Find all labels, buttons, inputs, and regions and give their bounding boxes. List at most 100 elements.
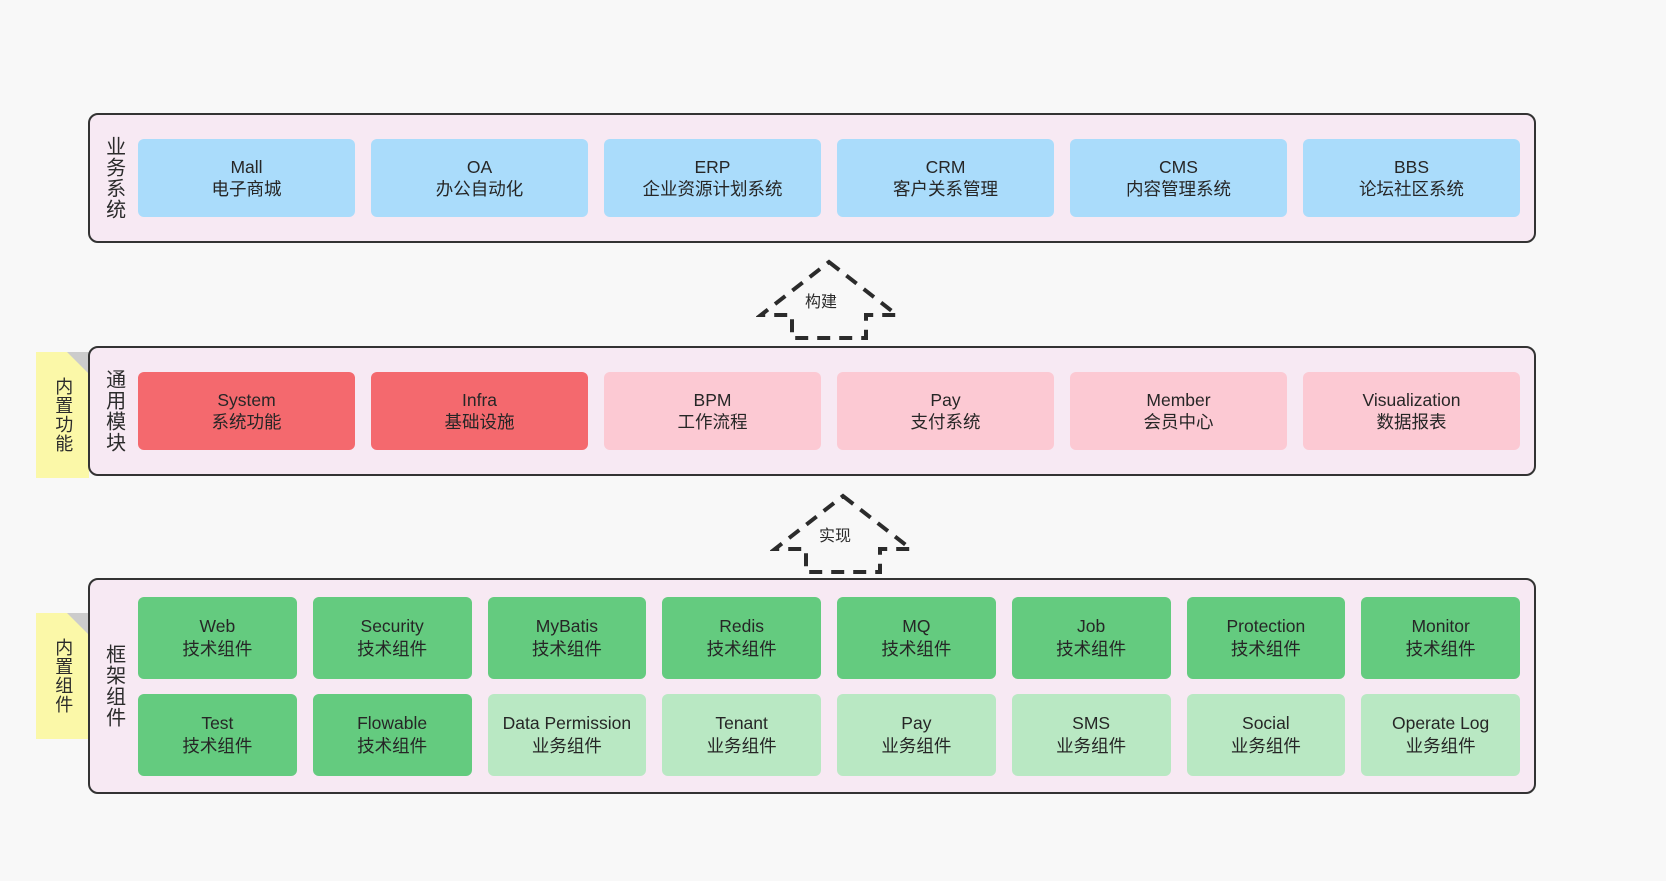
node-tenant-name: Tenant: [715, 713, 768, 734]
node-cms-sub: 内容管理系统: [1126, 179, 1231, 199]
note-builtin-features: 内置功能: [36, 352, 89, 478]
node-bpm[interactable]: BPM 工作流程: [604, 372, 821, 450]
node-pay-module-name: Pay: [930, 389, 961, 410]
note-fold-corner-icon: [67, 352, 89, 374]
node-redis[interactable]: Redis 技术组件: [662, 596, 821, 679]
node-data-permission-sub: 业务组件: [531, 735, 602, 756]
node-mall-sub: 电子商城: [211, 179, 282, 199]
node-bbs-name: BBS: [1393, 156, 1430, 177]
node-crm-name: CRM: [925, 156, 966, 177]
node-social[interactable]: Social 业务组件: [1186, 693, 1346, 776]
node-tenant-sub: 业务组件: [706, 735, 777, 756]
connector-build: 构建: [755, 258, 903, 340]
node-mall-name: Mall: [230, 156, 263, 177]
framework-row-tech: Web 技术组件 Security 技术组件 MyBatis 技术组件 Redi…: [138, 596, 1520, 679]
node-operate-log-sub: 业务组件: [1405, 735, 1476, 756]
node-pay-component-sub: 业务组件: [881, 735, 952, 756]
node-web-name: Web: [199, 616, 236, 637]
node-security-name: Security: [360, 616, 424, 637]
node-social-name: Social: [1242, 713, 1290, 734]
node-security-sub: 技术组件: [357, 638, 428, 659]
framework-row-business: Test 技术组件 Flowable 技术组件 Data Permission …: [138, 693, 1520, 776]
node-operate-log[interactable]: Operate Log 业务组件: [1361, 693, 1520, 776]
node-test-sub: 技术组件: [182, 735, 253, 756]
note-builtin-components-label: 内置组件: [53, 638, 74, 714]
node-monitor[interactable]: Monitor 技术组件: [1361, 596, 1520, 679]
build-arrow-icon: [755, 259, 903, 340]
note-fold-corner-icon: [67, 613, 89, 635]
node-web-sub: 技术组件: [182, 638, 253, 659]
node-mall[interactable]: Mall 电子商城: [138, 139, 355, 217]
layer-business-system: 业务系统 Mall 电子商城 OA 办公自动化 ERP 企业资源计划系统 CRM…: [88, 113, 1536, 243]
node-infra[interactable]: Infra 基础设施: [371, 372, 588, 450]
node-protection-sub: 技术组件: [1230, 638, 1301, 659]
node-bpm-name: BPM: [693, 389, 732, 410]
node-mybatis[interactable]: MyBatis 技术组件: [487, 596, 647, 679]
node-data-permission[interactable]: Data Permission 业务组件: [487, 693, 647, 776]
node-bbs[interactable]: BBS 论坛社区系统: [1303, 139, 1520, 217]
node-member-sub: 会员中心: [1143, 412, 1214, 432]
node-sms-sub: 业务组件: [1056, 735, 1127, 756]
node-member[interactable]: Member 会员中心: [1070, 372, 1287, 450]
node-tenant[interactable]: Tenant 业务组件: [662, 693, 821, 776]
node-sms[interactable]: SMS 业务组件: [1011, 693, 1171, 776]
node-erp-name: ERP: [694, 156, 731, 177]
node-system[interactable]: System 系统功能: [138, 372, 355, 450]
node-erp-sub: 企业资源计划系统: [642, 179, 783, 199]
node-infra-name: Infra: [461, 389, 498, 410]
node-test[interactable]: Test 技术组件: [138, 693, 297, 776]
node-bpm-sub: 工作流程: [677, 412, 748, 432]
node-monitor-sub: 技术组件: [1405, 638, 1476, 659]
node-job[interactable]: Job 技术组件: [1011, 596, 1171, 679]
node-oa[interactable]: OA 办公自动化: [371, 139, 588, 217]
node-security[interactable]: Security 技术组件: [312, 596, 472, 679]
node-pay-module[interactable]: Pay 支付系统: [837, 372, 1054, 450]
node-oa-sub: 办公自动化: [435, 179, 524, 199]
note-builtin-features-label: 内置功能: [53, 377, 74, 453]
node-data-permission-name: Data Permission: [502, 713, 632, 734]
framework-node-grid: Web 技术组件 Security 技术组件 MyBatis 技术组件 Redi…: [138, 584, 1520, 789]
node-test-name: Test: [201, 713, 234, 734]
node-social-sub: 业务组件: [1230, 735, 1301, 756]
node-visualization-name: Visualization: [1362, 389, 1461, 410]
node-job-sub: 技术组件: [1056, 638, 1127, 659]
connector-implement-label: 实现: [819, 528, 852, 545]
node-pay-component-name: Pay: [901, 713, 932, 734]
node-mybatis-name: MyBatis: [535, 616, 598, 637]
node-sms-name: SMS: [1072, 713, 1111, 734]
node-protection-name: Protection: [1226, 616, 1306, 637]
node-bbs-sub: 论坛社区系统: [1359, 179, 1464, 199]
connector-build-label: 构建: [805, 294, 838, 311]
node-system-name: System: [217, 389, 276, 410]
node-protection[interactable]: Protection 技术组件: [1186, 596, 1346, 679]
node-infra-sub: 基础设施: [444, 412, 515, 432]
node-crm[interactable]: CRM 客户关系管理: [837, 139, 1054, 217]
layer-body-common-modules: System 系统功能 Infra 基础设施 BPM 工作流程 Pay 支付系统…: [136, 348, 1534, 474]
layer-title-framework-components: 框架组件: [102, 644, 125, 728]
node-mq[interactable]: MQ 技术组件: [837, 596, 996, 679]
business-node-row: Mall 电子商城 OA 办公自动化 ERP 企业资源计划系统 CRM 客户关系…: [138, 139, 1520, 217]
node-flowable-name: Flowable: [357, 713, 428, 734]
node-visualization[interactable]: Visualization 数据报表: [1303, 372, 1520, 450]
node-mq-sub: 技术组件: [881, 638, 952, 659]
node-job-name: Job: [1077, 616, 1106, 637]
node-redis-sub: 技术组件: [706, 638, 777, 659]
layer-title-business-system: 业务系统: [102, 136, 125, 220]
layer-framework-components: 框架组件 Web 技术组件 Security 技术组件 MyBatis 技术组件: [88, 578, 1536, 794]
note-builtin-components: 内置组件: [36, 613, 89, 739]
node-oa-name: OA: [466, 156, 493, 177]
node-pay-module-sub: 支付系统: [910, 412, 981, 432]
node-web[interactable]: Web 技术组件: [138, 596, 297, 679]
node-mybatis-sub: 技术组件: [531, 638, 602, 659]
layer-body-framework-components: Web 技术组件 Security 技术组件 MyBatis 技术组件 Redi…: [136, 580, 1534, 792]
node-crm-sub: 客户关系管理: [893, 179, 998, 199]
node-pay-component[interactable]: Pay 业务组件: [837, 693, 996, 776]
module-node-row: System 系统功能 Infra 基础设施 BPM 工作流程 Pay 支付系统…: [138, 372, 1520, 450]
node-monitor-name: Monitor: [1411, 616, 1470, 637]
node-cms[interactable]: CMS 内容管理系统: [1070, 139, 1287, 217]
node-system-sub: 系统功能: [211, 412, 282, 432]
node-member-name: Member: [1146, 389, 1211, 410]
node-erp[interactable]: ERP 企业资源计划系统: [604, 139, 821, 217]
node-flowable[interactable]: Flowable 技术组件: [312, 693, 472, 776]
